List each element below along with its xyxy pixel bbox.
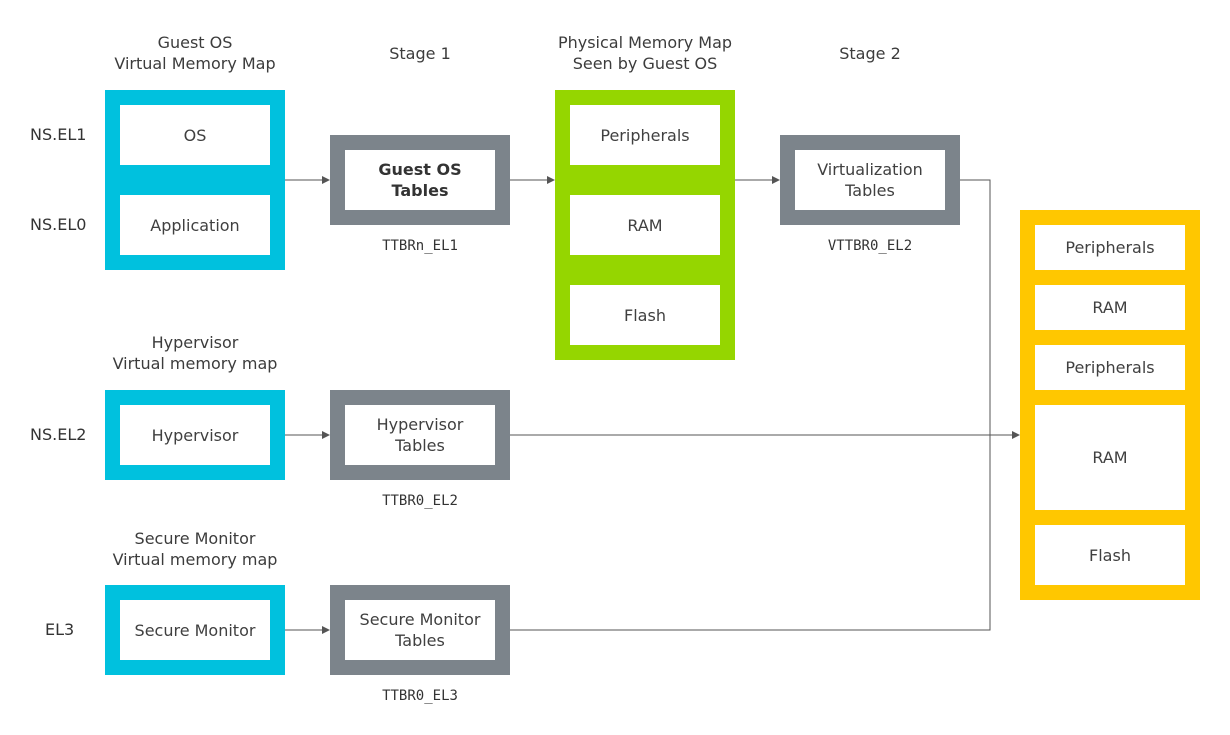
guest-flash-box: Flash <box>570 285 720 345</box>
register-ttbr0-el3: TTBR0_EL3 <box>382 688 458 704</box>
virtualization-tables-line: Virtualization <box>817 160 923 179</box>
guest-os-vmm-header: Guest OS Virtual Memory Map <box>105 32 285 74</box>
os-label: OS <box>183 125 207 145</box>
guest-ram-box: RAM <box>570 195 720 255</box>
application-box: Application <box>120 195 270 255</box>
header-line: Stage 1 <box>389 44 451 63</box>
guest-ram-label: RAM <box>627 215 663 235</box>
header-line: Stage 2 <box>839 44 901 63</box>
stage1-header: Stage 1 <box>330 43 510 64</box>
el-label-el3: EL3 <box>45 620 75 639</box>
line-stage2-to-bus <box>960 179 991 435</box>
el-label-ns-el1: NS.EL1 <box>30 125 87 144</box>
header-line: Guest OS <box>157 33 233 52</box>
header-line: Virtual Memory Map <box>114 54 276 73</box>
phys-ram-2-label: RAM <box>1092 448 1128 467</box>
secure-monitor-label: Secure Monitor <box>134 620 256 640</box>
hypervisor-label: Hypervisor <box>151 425 239 445</box>
secure-monitor-tables-line: Secure Monitor <box>359 610 481 629</box>
line-secure-tables-to-bus <box>510 435 991 631</box>
guest-flash-label: Flash <box>624 305 666 325</box>
header-line: Hypervisor <box>151 333 239 352</box>
application-label: Application <box>150 215 240 235</box>
register-ttbr0-el2: TTBR0_EL2 <box>382 493 458 509</box>
header-line: Virtual memory map <box>112 550 278 569</box>
guest-os-tables-line: Guest OS <box>378 160 462 179</box>
guest-peripherals-label: Peripherals <box>600 125 690 145</box>
phys-ram-1-box: RAM <box>1035 285 1185 330</box>
el-label-ns-el0: NS.EL0 <box>30 215 87 234</box>
phys-peripherals-1-label: Peripherals <box>1065 238 1155 257</box>
stage2-header: Stage 2 <box>780 43 960 64</box>
phys-peripherals-1-box: Peripherals <box>1035 225 1185 270</box>
secure-monitor-tables-line: Tables <box>395 631 445 650</box>
phys-peripherals-2-label: Peripherals <box>1065 358 1155 377</box>
guest-peripherals-box: Peripherals <box>570 105 720 165</box>
phys-flash-label: Flash <box>1089 545 1131 565</box>
secure-monitor-box: Secure Monitor <box>120 600 270 660</box>
phys-flash-box: Flash <box>1035 525 1185 585</box>
register-vttbr0-el2: VTTBR0_EL2 <box>827 238 913 254</box>
hypervisor-tables-line: Hypervisor <box>376 415 464 434</box>
virtualization-tables-line: Tables <box>845 181 895 200</box>
header-line: Virtual memory map <box>112 354 278 373</box>
phys-ram-1-label: RAM <box>1092 298 1128 317</box>
physical-mm-header: Physical Memory Map Seen by Guest OS <box>545 32 745 74</box>
header-line: Physical Memory Map <box>557 33 733 52</box>
hypervisor-tables-line: Tables <box>395 436 445 455</box>
phys-peripherals-2-box: Peripherals <box>1035 345 1185 390</box>
secure-monitor-vmm-header: Secure Monitor Virtual memory map <box>105 528 285 570</box>
hypervisor-tables-box: Hypervisor Tables <box>345 405 495 465</box>
hypervisor-vmm-header: Hypervisor Virtual memory map <box>105 332 285 374</box>
hypervisor-box: Hypervisor <box>120 405 270 465</box>
register-ttbrn-el1: TTBRn_EL1 <box>382 238 458 254</box>
header-line: Seen by Guest OS <box>572 54 718 73</box>
virtualization-tables-box: Virtualization Tables <box>795 150 945 210</box>
secure-monitor-tables-box: Secure Monitor Tables <box>345 600 495 660</box>
os-box: OS <box>120 105 270 165</box>
phys-ram-2-box: RAM <box>1035 405 1185 510</box>
guest-os-tables-box: Guest OS Tables <box>345 150 495 210</box>
el-label-ns-el2: NS.EL2 <box>30 425 87 444</box>
guest-os-tables-line: Tables <box>391 181 449 200</box>
header-line: Secure Monitor <box>134 529 256 548</box>
